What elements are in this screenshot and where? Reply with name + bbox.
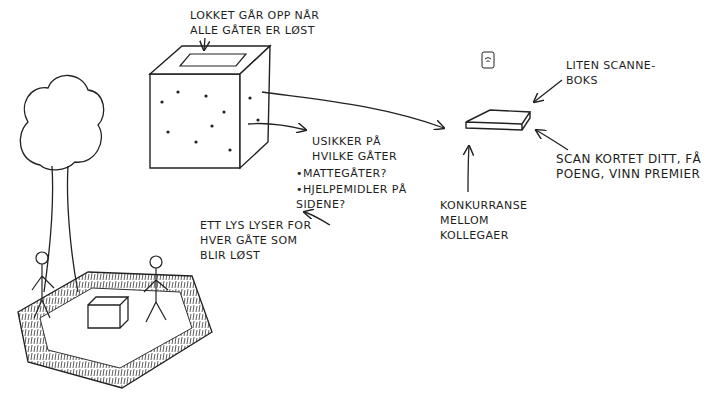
cube-lights bbox=[160, 90, 259, 151]
lid-note: LOKKET GÅR OPP NÅR ALLE GÅTER ER LØST bbox=[190, 8, 350, 38]
leader-arrow bbox=[204, 38, 568, 225]
puzzle-box-small bbox=[88, 297, 128, 328]
puzzle-cube bbox=[150, 46, 270, 168]
light-note: ETT LYS LYSER FOR HVER GÅTE SOM BLIR LØS… bbox=[200, 218, 315, 263]
wifi-symbol bbox=[482, 52, 494, 68]
reward-note: SCAN KORTET DITT, FÅ POENG, VINN PREMIER bbox=[556, 152, 706, 182]
tree-crown bbox=[20, 75, 103, 169]
bullet-note: •MATTEGÅTER? bbox=[296, 166, 426, 181]
scanner-note: LITEN SCANNE-BOKS bbox=[566, 58, 684, 88]
bullet-note: •HJELPEMIDLER PÅ SIDENE? bbox=[296, 182, 421, 212]
stick-figure bbox=[32, 252, 54, 318]
question-note: USIKKER PÅ HVILKE GÅTER bbox=[312, 134, 422, 164]
ground-inner bbox=[40, 288, 192, 368]
cube-lid bbox=[180, 54, 246, 66]
tree-trunk bbox=[44, 166, 78, 292]
stick-figure bbox=[144, 256, 168, 322]
grass-ground bbox=[18, 272, 212, 388]
competition-note: KONKURRANSE MELLOM KOLLEGAER bbox=[440, 198, 545, 243]
scanner-box bbox=[466, 110, 530, 130]
